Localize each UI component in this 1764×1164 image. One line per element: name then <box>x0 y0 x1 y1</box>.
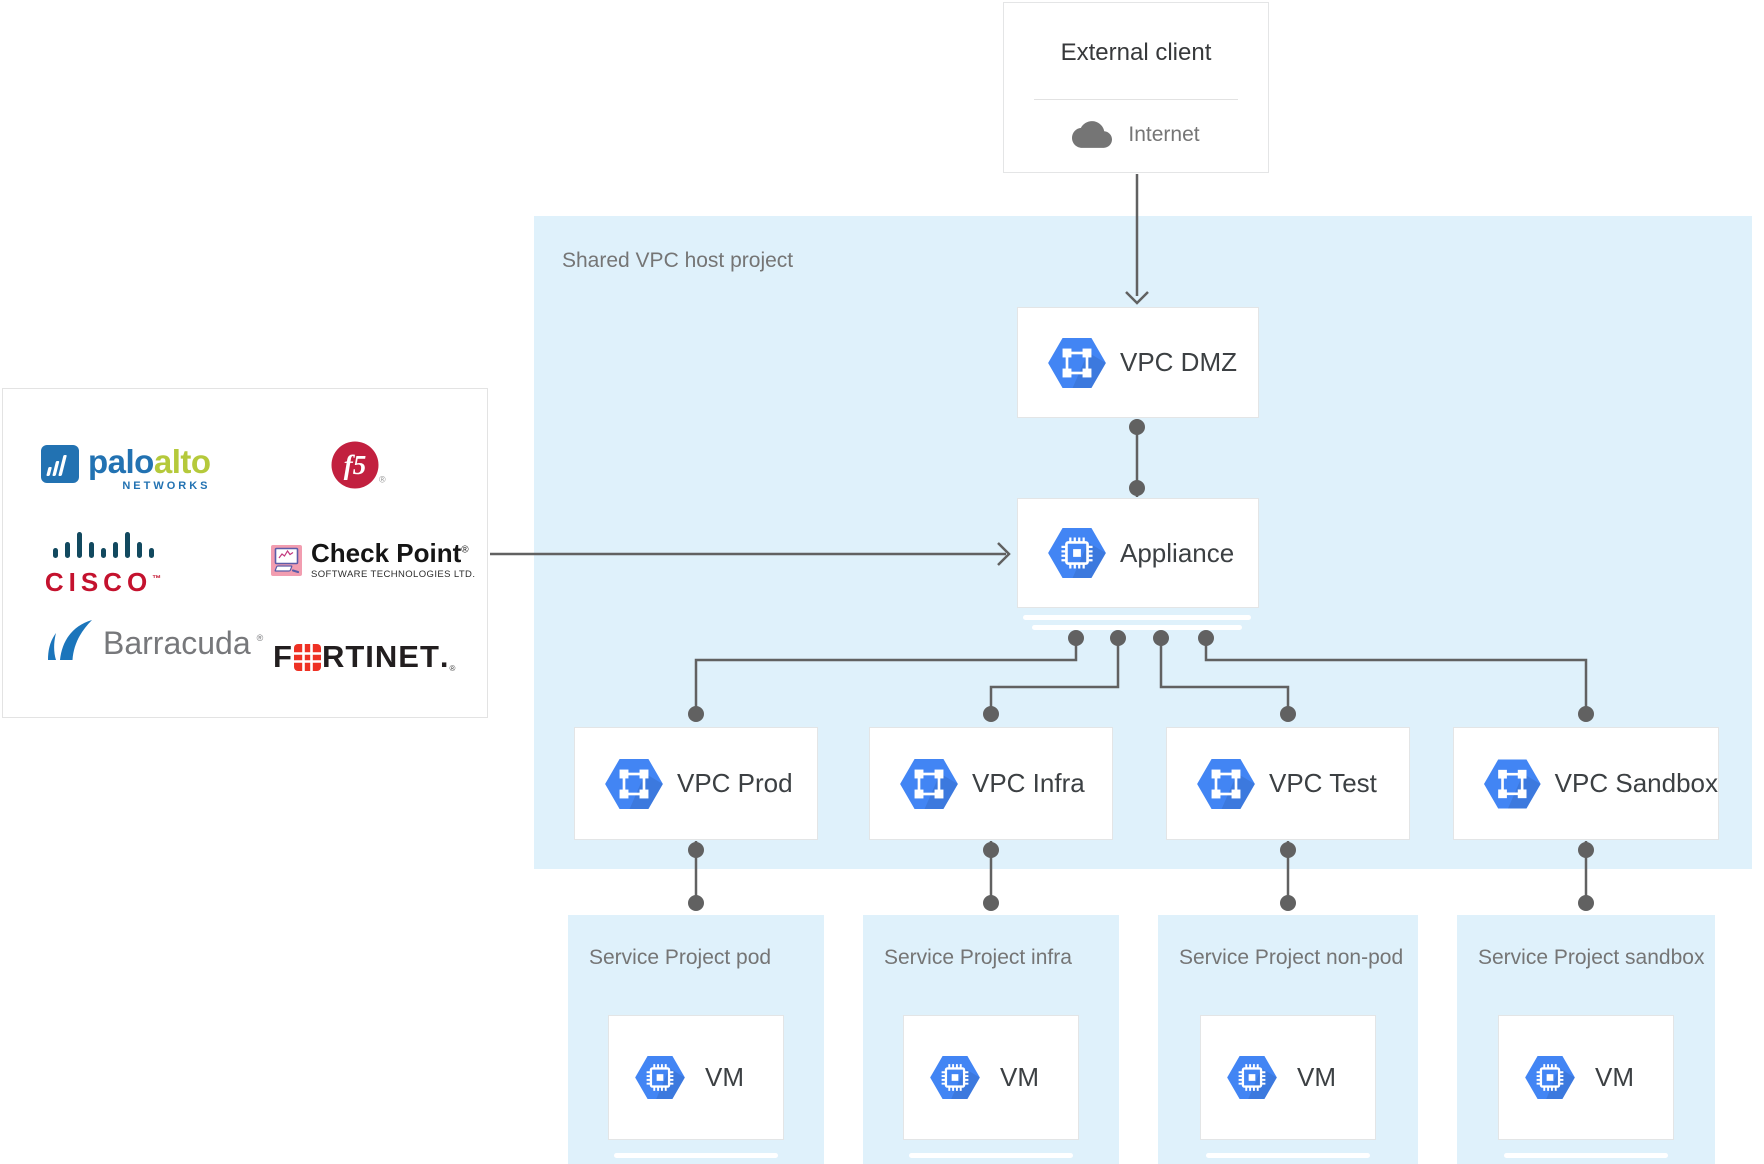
vm-node: VM <box>1200 1015 1376 1140</box>
f5-logo: f5 ® <box>331 441 386 494</box>
service-project-label: Service Project sandbox <box>1478 946 1705 969</box>
compute-engine-icon <box>930 1056 980 1099</box>
vm-label: VM <box>1595 1062 1634 1092</box>
barracuda-logo: Barracuda ® <box>43 619 263 661</box>
barracuda-registered-mark: ® <box>256 633 264 643</box>
compute-engine-icon <box>1525 1056 1575 1099</box>
appliance-node: Appliance <box>1017 498 1259 608</box>
palo-alto-subtext: NETWORKS <box>122 479 211 492</box>
vpc-prod-label: VPC Prod <box>677 768 793 798</box>
vpc-network-icon <box>605 759 663 809</box>
service-project-non-pod-card: Service Project non-pod VM <box>1158 915 1418 1164</box>
service-project-infra-card: Service Project infra VM <box>863 915 1119 1164</box>
vm-node: VM <box>608 1015 784 1140</box>
cloud-icon <box>1072 121 1112 148</box>
external-client-title: External client <box>1060 39 1212 66</box>
cisco-tm-mark: ™ <box>152 573 162 584</box>
vpc-infra-node: VPC Infra <box>869 727 1113 840</box>
vpc-dmz-node: VPC DMZ <box>1017 307 1259 418</box>
compute-engine-icon <box>1227 1056 1277 1099</box>
vm-node: VM <box>903 1015 1079 1140</box>
vendor-logos-panel: paloalto NETWORKS f5 ® <box>2 388 488 718</box>
divider <box>1034 99 1238 100</box>
vm-node: VM <box>1498 1015 1674 1140</box>
appliance-label: Appliance <box>1120 537 1235 568</box>
check-point-subtext: SOFTWARE TECHNOLOGIES LTD. <box>311 569 476 580</box>
vpc-network-icon <box>900 759 958 809</box>
palo-alto-icon <box>41 445 79 483</box>
vpc-network-icon <box>1197 759 1255 809</box>
internet-row: Internet <box>1004 121 1268 148</box>
vpc-dmz-label: VPC DMZ <box>1120 347 1237 377</box>
palo-alto-wordmark: paloalto <box>88 443 211 480</box>
vm-label: VM <box>1000 1062 1039 1092</box>
cisco-bars-icon <box>53 532 154 558</box>
fortinet-grid-o-icon <box>293 643 321 671</box>
stack-line <box>1206 1153 1370 1158</box>
svg-text:f5: f5 <box>344 450 367 480</box>
service-project-label: Service Project pod <box>589 946 772 969</box>
compute-engine-icon <box>1048 528 1106 578</box>
service-project-sandbox-card: Service Project sandbox VM <box>1457 915 1715 1164</box>
check-point-logo: Check Point® SOFTWARE TECHNOLOGIES LTD. <box>271 540 475 580</box>
compute-engine-icon <box>635 1056 685 1099</box>
cisco-wordmark: CISCO™ <box>44 567 162 597</box>
vm-label: VM <box>705 1062 744 1092</box>
vpc-infra-label: VPC Infra <box>972 768 1085 798</box>
check-point-icon <box>271 544 302 576</box>
stack-line <box>614 1153 778 1158</box>
vpc-sandbox-label: VPC Sandbox <box>1554 768 1718 798</box>
host-project-label: Shared VPC host project <box>562 249 794 272</box>
fortinet-logo: F RTINET . ® <box>273 639 456 674</box>
f5-icon: f5 <box>331 441 379 489</box>
f5-registered-mark: ® <box>379 474 386 485</box>
internet-label: Internet <box>1128 122 1200 146</box>
external-client-card: External client Internet <box>1003 2 1269 173</box>
vpc-sandbox-node: VPC Sandbox <box>1453 727 1719 840</box>
fortinet-registered-mark: ® <box>449 664 456 673</box>
stack-line <box>1504 1153 1668 1158</box>
vm-label: VM <box>1297 1062 1336 1092</box>
cisco-logo: CISCO™ <box>43 529 163 598</box>
barracuda-fin-icon <box>48 620 92 660</box>
service-project-pod-card: Service Project pod VM <box>568 915 824 1164</box>
service-project-label: Service Project non-pod <box>1179 946 1404 969</box>
service-project-label: Service Project infra <box>884 946 1072 969</box>
check-point-registered-mark: ® <box>461 544 469 556</box>
vpc-test-node: VPC Test <box>1166 727 1410 840</box>
vpc-network-icon <box>1048 338 1106 388</box>
barracuda-wordmark: Barracuda <box>103 624 251 661</box>
vpc-network-icon <box>1484 759 1541 809</box>
stack-line <box>909 1153 1073 1158</box>
vpc-prod-node: VPC Prod <box>574 727 818 840</box>
vpc-test-label: VPC Test <box>1269 768 1377 798</box>
check-point-wordmark: Check Point® <box>311 538 469 568</box>
palo-alto-logo: paloalto NETWORKS <box>41 443 211 492</box>
